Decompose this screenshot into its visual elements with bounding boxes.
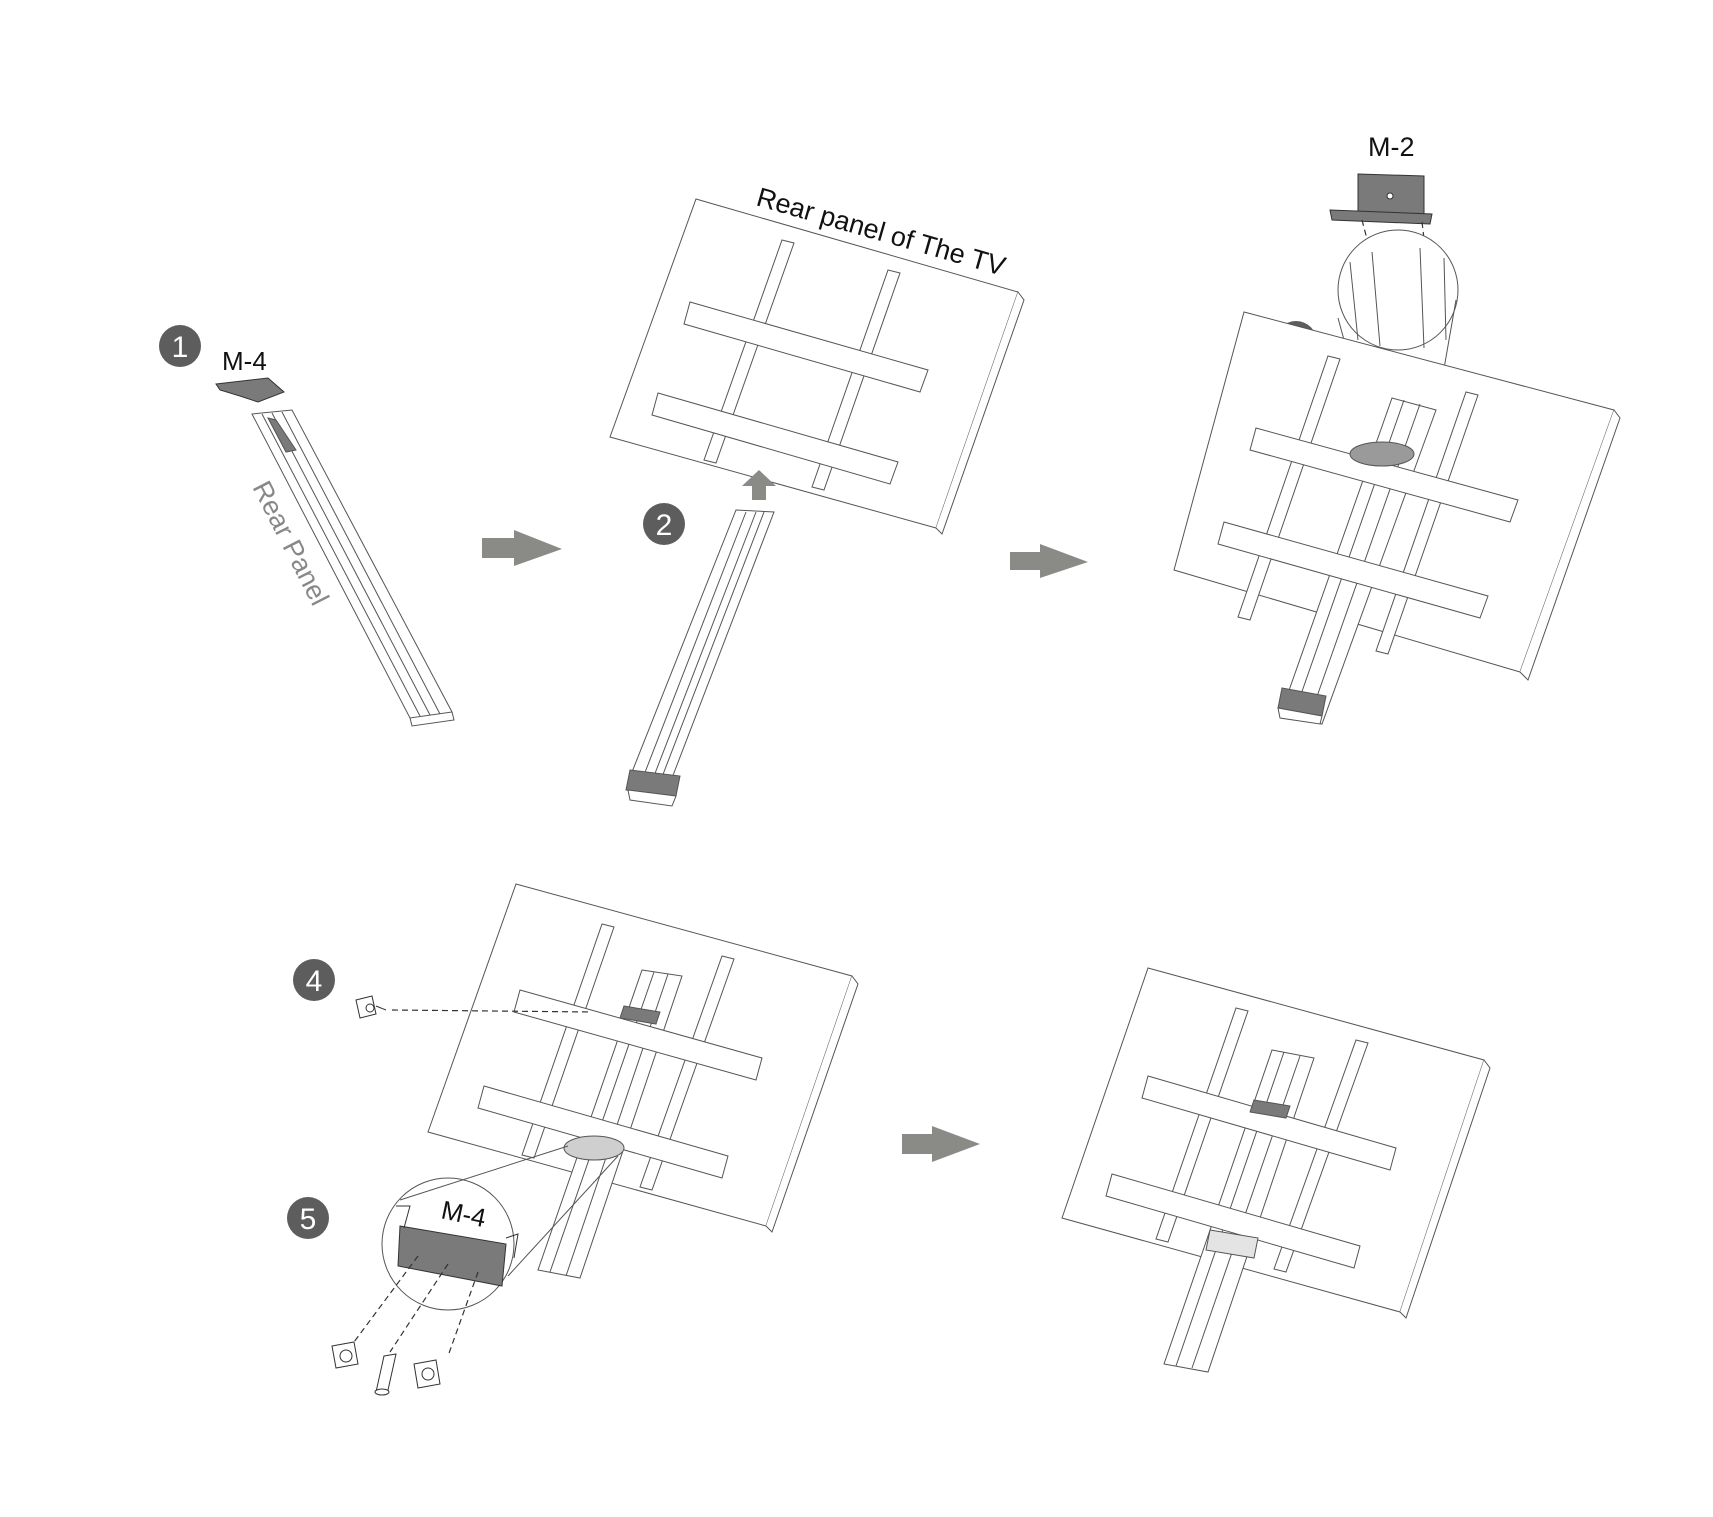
step-5-badge (287, 1197, 329, 1239)
step-3-part-label: M-2 (1368, 132, 1415, 162)
step-4-guide-line (391, 1009, 593, 1013)
step-1-badge (159, 325, 201, 367)
step-3-tv-panel (1173, 311, 1621, 725)
step-4-5-group: 4 M-4 5 (287, 883, 859, 1396)
step-3-m2-bracket (1329, 173, 1433, 225)
step-2-tv-panel (609, 198, 1025, 535)
arrow-right-3 (902, 1126, 980, 1162)
step-4-screw (355, 995, 387, 1019)
step-5-guide-lines (353, 1255, 479, 1357)
step-2-group: Rear panel of The TV 2 (609, 182, 1025, 807)
step-2-number: 2 (656, 509, 673, 542)
step-5-zoom-detail (381, 1145, 619, 1311)
step-1-m4-bracket (215, 377, 285, 403)
step-1-rail (251, 409, 455, 727)
step-1-part-label: M-4 (222, 346, 267, 376)
arrow-up-step-2 (742, 470, 776, 500)
step-4-tv-panel (427, 883, 859, 1279)
step-5-zoom-ellipse (563, 1135, 625, 1161)
arrow-right-2 (1010, 544, 1088, 578)
step-2-badge (643, 503, 685, 545)
step-1-group: 1 M-4 Rear Panel (159, 325, 455, 727)
step-4-badge (293, 959, 335, 1001)
step-5-number: 5 (300, 1203, 317, 1236)
arrow-right-1 (482, 530, 562, 566)
step-3-group: M-2 3 (1173, 132, 1621, 725)
step-4-number: 4 (306, 965, 323, 998)
step-1-number: 1 (172, 331, 189, 364)
step-5-screws (331, 1341, 441, 1396)
final-assembly-group (1061, 967, 1491, 1373)
step-2-rail (625, 509, 775, 807)
final-bottom-bracket (1205, 1229, 1259, 1259)
